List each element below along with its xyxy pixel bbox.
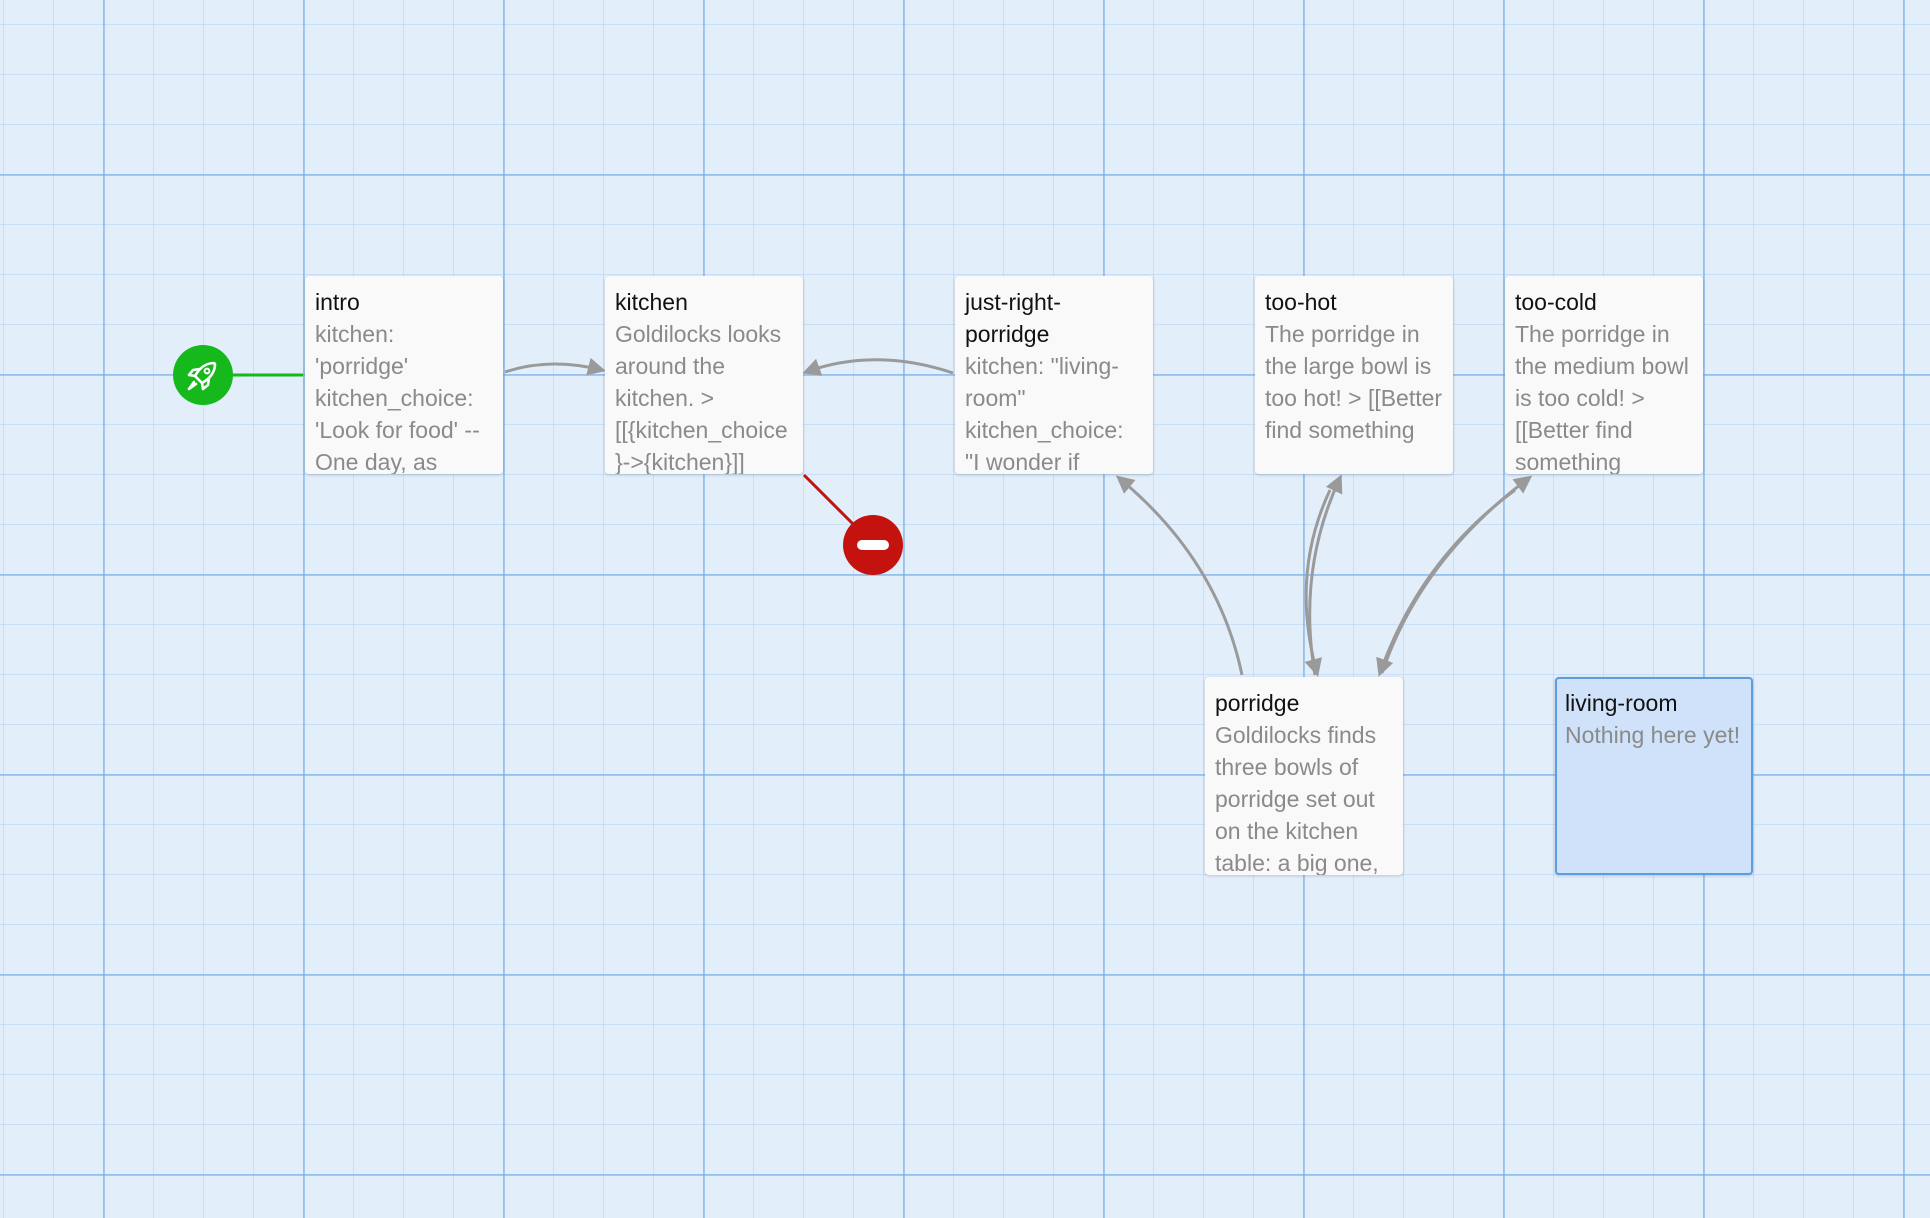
link-just-right-porridge-kitchen [802,358,954,376]
passage-excerpt: Goldilocks looks around the kitchen. > [… [615,321,788,474]
passage-name: intro [315,289,360,315]
passage-name: living-room [1565,690,1678,716]
passage-name: just-right-porridge [965,289,1061,347]
start-passage-badge [173,345,233,405]
passage-excerpt: The porridge in the medium bowl is too c… [1515,321,1689,474]
passage-excerpt: The porridge in the large bowl is too ho… [1265,321,1443,443]
minus-circle-icon [857,540,889,550]
passage-living-room[interactable]: living-room Nothing here yet! [1555,677,1753,875]
passage-intro[interactable]: intro kitchen: 'porridge' kitchen_choice… [305,276,503,474]
link-porridge-too-cold [1380,475,1533,674]
link-too-cold-porridge [1376,488,1516,677]
link-too-hot-porridge [1304,489,1332,677]
passage-name: too-hot [1265,289,1337,315]
passage-excerpt: Nothing here yet! [1565,722,1741,748]
passage-porridge[interactable]: porridge Goldilocks finds three bowls of… [1205,677,1403,875]
passage-excerpt: Goldilocks finds three bowls of porridge… [1215,722,1379,875]
link-porridge-just-right-porridge [1115,475,1244,676]
passage-too-cold[interactable]: too-cold The porridge in the medium bowl… [1505,276,1703,474]
passage-name: porridge [1215,690,1300,716]
passage-kitchen[interactable]: kitchen Goldilocks looks around the kitc… [605,276,803,474]
link-intro-kitchen [504,357,606,376]
passage-just-right-porridge[interactable]: just-right-porridge kitchen: "living-roo… [955,276,1153,474]
broken-link-badge [843,515,903,575]
passage-excerpt: kitchen: 'porridge' kitchen_choice: 'Loo… [315,321,480,474]
passage-excerpt: kitchen: "living-room" kitchen_choice: "… [965,353,1124,474]
passage-too-hot[interactable]: too-hot The porridge in the large bowl i… [1255,276,1453,474]
passage-name: kitchen [615,289,688,315]
rocket-icon [173,345,233,405]
passage-name: too-cold [1515,289,1597,315]
link-porridge-too-hot [1308,474,1343,676]
broken-link-kitchen [802,473,858,529]
